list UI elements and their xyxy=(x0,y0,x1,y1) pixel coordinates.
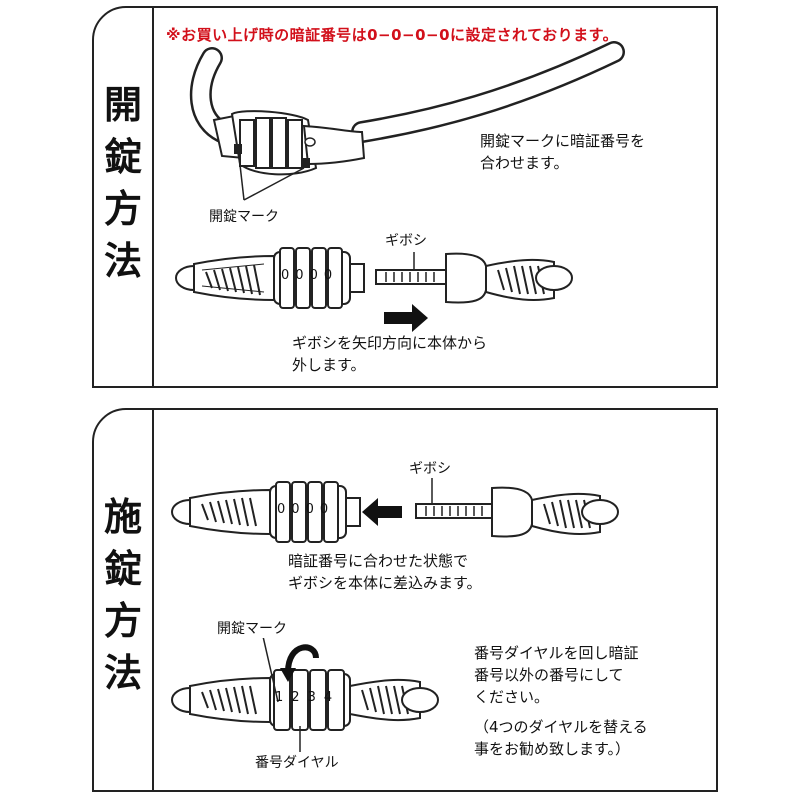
heading-char: 施 xyxy=(103,495,142,539)
default-code-note: ※お買い上げ時の暗証番号は0−0−0−0に設定されております。 xyxy=(166,26,619,44)
step2-text-line: 番号以外の番号にして xyxy=(474,666,624,684)
step2-text-line: 外します。 xyxy=(292,356,366,374)
screw-icon xyxy=(304,137,316,147)
dial-digit: 0 xyxy=(305,502,320,517)
step1-text-line: ギボシを本体に差込みます。 xyxy=(288,574,482,592)
dial-digits: 0000 xyxy=(276,502,340,517)
heading-char: 開 xyxy=(103,83,142,127)
unlock-mark-label: 開錠マーク xyxy=(208,206,280,226)
dial-digit: 0 xyxy=(309,268,324,283)
dial-digit: 0 xyxy=(291,502,306,517)
left-arrow-icon xyxy=(362,498,402,526)
step2-text-line: ください。 xyxy=(474,688,550,706)
number-dial-label: 番号ダイヤル xyxy=(254,752,340,772)
heading-char: 法 xyxy=(103,651,142,695)
unlock-method-heading: 開 錠 方 法 xyxy=(94,86,152,294)
dial-number: 3 xyxy=(307,690,324,705)
dial-digit: 0 xyxy=(277,502,292,517)
heading-char: 法 xyxy=(103,239,142,283)
dial-digit: 0 xyxy=(319,502,335,517)
lock-method-panel: 施 錠 方 法 xyxy=(92,408,718,792)
right-arrow-icon xyxy=(384,304,428,332)
dial-digit: 0 xyxy=(281,268,296,283)
step1-text-line: 暗証番号に合わせた状態で xyxy=(288,552,469,570)
dial-digit: 0 xyxy=(323,268,339,283)
dial-digit: 0 xyxy=(295,268,310,283)
heading-char: 方 xyxy=(103,187,142,231)
step2-text-line: ギボシを矢印方向に本体から xyxy=(292,334,488,352)
dial-number: 1 xyxy=(275,690,292,705)
unlock-mark xyxy=(234,144,242,154)
unlock-mark-label: 開錠マーク xyxy=(216,618,288,638)
dial-number: 2 xyxy=(291,690,308,705)
lock-illustration xyxy=(171,478,619,766)
step2-text-line: 事をお勧め致します。） xyxy=(474,740,631,758)
panel-divider xyxy=(152,8,154,386)
lock-method-heading: 施 錠 方 法 xyxy=(94,498,152,706)
unlock-illustration xyxy=(175,41,625,332)
unlock-mark xyxy=(302,158,310,168)
dial-number: 4 xyxy=(323,690,341,705)
step1-text-line: 合わせます。 xyxy=(480,154,569,172)
step1-text-line: 開錠マークに暗証番号を xyxy=(480,132,646,150)
gibo-label: ギボシ xyxy=(384,230,428,250)
heading-char: 方 xyxy=(103,599,142,643)
unlock-method-panel: 開 錠 方 法 xyxy=(92,6,718,388)
gibo-pin xyxy=(415,503,493,519)
panel-divider xyxy=(152,410,154,790)
rotate-arrow-icon xyxy=(285,644,319,673)
heading-char: 錠 xyxy=(103,547,142,591)
step2-text-line: 番号ダイヤルを回し暗証 xyxy=(474,644,639,662)
dial-numbers: 1234 xyxy=(274,690,348,705)
step2-text-line: （4つのダイヤルを替える xyxy=(474,718,648,736)
dial-digits: 0000 xyxy=(280,268,344,283)
heading-char: 錠 xyxy=(103,135,142,179)
gibo-label: ギボシ xyxy=(408,458,452,478)
